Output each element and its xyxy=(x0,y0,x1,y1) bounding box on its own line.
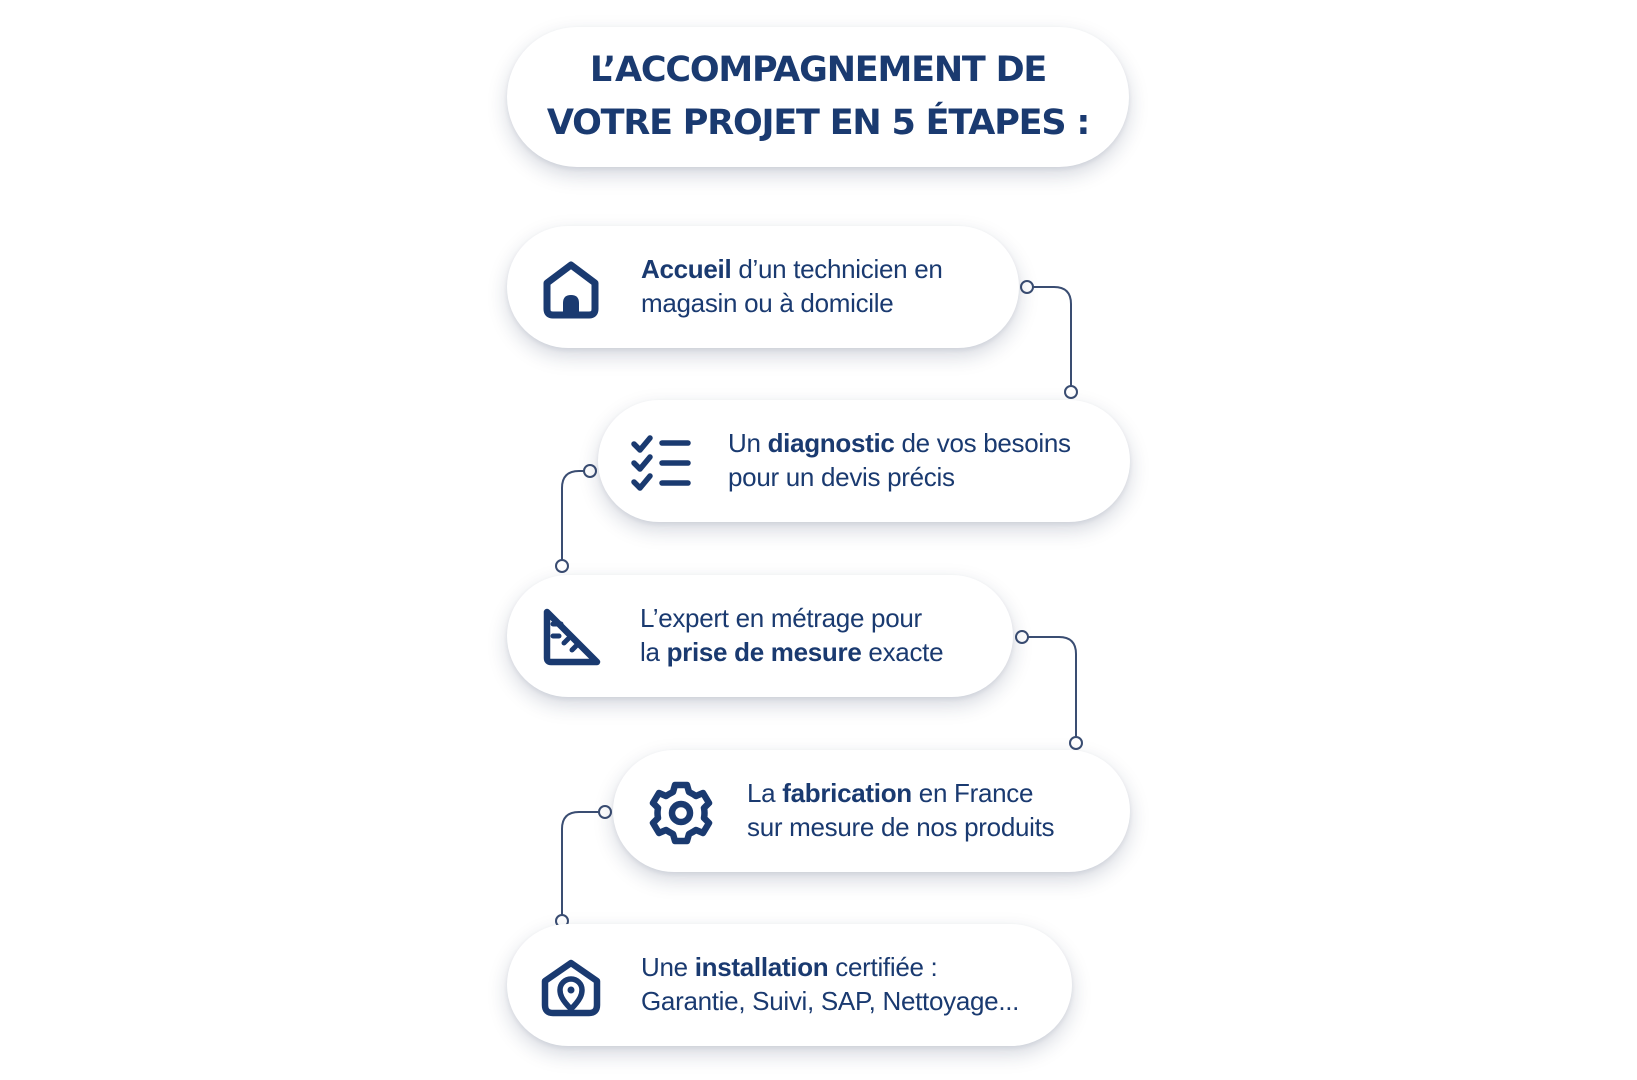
title-pill: L’ACCOMPAGNEMENT DE VOTRE PROJET EN 5 ÉT… xyxy=(507,27,1129,167)
ruler-triangle-icon xyxy=(539,606,603,670)
step-1-bold: Accueil xyxy=(641,254,732,284)
step-5-line-2: Garantie, Suivi, SAP, Nettoyage... xyxy=(641,986,1020,1016)
step-1-card: Accueil d’un technicien en magasin ou à … xyxy=(507,226,1019,348)
connector-4-5 xyxy=(561,811,605,918)
step-1-line-1-rest: d’un technicien en xyxy=(731,254,943,284)
gear-icon xyxy=(649,781,713,845)
step-4-line-1-pre: La xyxy=(747,778,783,808)
home-location-icon xyxy=(539,955,603,1019)
connector-node xyxy=(583,464,597,478)
title-line-2: VOTRE PROJET EN 5 ÉTAPES : xyxy=(546,103,1091,143)
title-line-1: L’ACCOMPAGNEMENT DE xyxy=(589,50,1047,90)
connector-node xyxy=(1064,385,1078,399)
step-5-bold: installation xyxy=(694,952,829,982)
connector-node xyxy=(1069,736,1083,750)
step-2-line-1-pre: Un xyxy=(728,428,768,458)
step-2-line-1-rest: de vos besoins xyxy=(894,428,1072,458)
house-icon xyxy=(539,257,603,321)
step-3-line-2: la prise de mesure exacte xyxy=(640,635,944,669)
step-2-text: Un diagnostic de vos besoins pour un dev… xyxy=(728,426,1071,494)
step-4-text: La fabrication en France sur mesure de n… xyxy=(747,776,1055,844)
checklist-icon xyxy=(630,431,694,495)
connector-1-2 xyxy=(1027,286,1072,389)
step-3-bold: prise de mesure xyxy=(666,637,862,667)
connector-node xyxy=(1015,630,1029,644)
step-3-card: L’expert en métrage pour la prise de mes… xyxy=(507,575,1013,697)
step-4-bold: fabrication xyxy=(782,778,912,808)
step-5-text: Une installation certifiée : Garantie, S… xyxy=(641,950,1019,1018)
step-2-card: Un diagnostic de vos besoins pour un dev… xyxy=(598,400,1130,522)
step-4-line-2: sur mesure de nos produits xyxy=(747,812,1055,842)
step-1-line-2: magasin ou à domicile xyxy=(641,288,894,318)
connector-2-3 xyxy=(561,470,590,566)
step-2-line-1: Un diagnostic de vos besoins xyxy=(728,426,1071,460)
step-3-line-2-pre: la xyxy=(640,637,667,667)
step-3-line-2-rest: exacte xyxy=(861,637,944,667)
step-4-card: La fabrication en France sur mesure de n… xyxy=(613,750,1130,872)
step-5-line-1: Une installation certifiée : xyxy=(641,950,1019,984)
step-1-text: Accueil d’un technicien en magasin ou à … xyxy=(641,252,943,320)
connector-node xyxy=(555,559,569,573)
connector-3-4 xyxy=(1022,636,1077,741)
step-5-line-1-pre: Une xyxy=(641,952,695,982)
step-5-card: Une installation certifiée : Garantie, S… xyxy=(507,924,1072,1046)
step-1-line-1: Accueil d’un technicien en xyxy=(641,252,943,286)
step-4-line-1-rest: en France xyxy=(911,778,1034,808)
step-2-line-2: pour un devis précis xyxy=(728,462,955,492)
step-2-bold: diagnostic xyxy=(767,428,895,458)
step-4-line-1: La fabrication en France xyxy=(747,776,1054,810)
step-5-line-1-rest: certifiée : xyxy=(828,952,938,982)
connector-node xyxy=(598,805,612,819)
connector-node xyxy=(1020,280,1034,294)
step-3-text: L’expert en métrage pour la prise de mes… xyxy=(640,601,944,669)
step-3-line-1: L’expert en métrage pour xyxy=(640,603,922,633)
